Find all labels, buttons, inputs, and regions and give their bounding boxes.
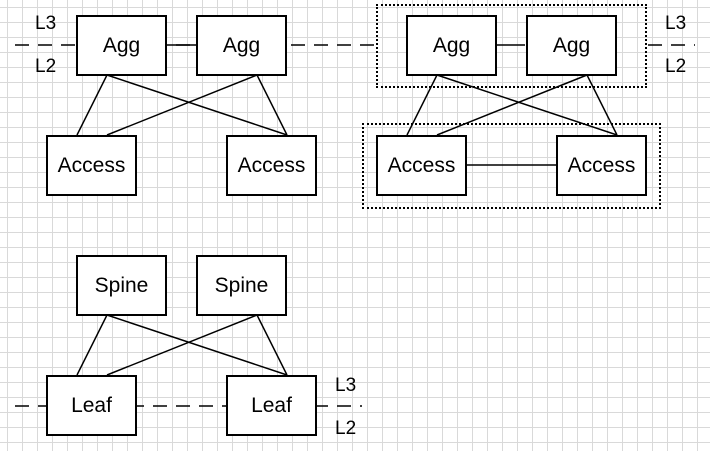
agg-access-link xyxy=(406,74,438,136)
access-switch-left: Access xyxy=(46,135,137,196)
agg-access-link xyxy=(586,74,618,136)
access-switch-right: Access xyxy=(556,135,647,196)
spine-leaf-link xyxy=(106,314,288,376)
access-switch-left: Access xyxy=(376,135,467,196)
leaf-switch-right: Leaf xyxy=(226,375,317,436)
layer2-label: L2 xyxy=(335,418,357,439)
access-switch-right: Access xyxy=(226,135,317,196)
spine-leaf-link xyxy=(256,314,288,376)
spine-switch-left: Spine xyxy=(76,255,167,316)
spine-leaf-link xyxy=(106,314,258,376)
agg-access-link xyxy=(436,74,588,136)
layer2-label: L2 xyxy=(665,56,687,77)
agg-switch-right: Agg xyxy=(196,15,287,76)
layer2-label: L2 xyxy=(35,56,57,77)
agg-switch-right: Agg xyxy=(526,15,617,76)
agg-access-link xyxy=(106,74,288,136)
agg-switch-left: Agg xyxy=(406,15,497,76)
agg-access-link xyxy=(256,74,288,136)
layer3-label: L3 xyxy=(35,13,57,34)
spine-switch-right: Spine xyxy=(196,255,287,316)
agg-cluster-group xyxy=(376,4,647,88)
spine-leaf-link xyxy=(76,314,108,376)
layer3-label: L3 xyxy=(335,375,357,396)
access-cluster-group xyxy=(362,123,661,209)
agg-switch-left: Agg xyxy=(76,15,167,76)
agg-access-link xyxy=(76,74,108,136)
agg-access-link xyxy=(106,74,258,136)
leaf-switch-left: Leaf xyxy=(46,375,137,436)
agg-access-link xyxy=(436,74,618,136)
layer3-label: L3 xyxy=(665,13,687,34)
